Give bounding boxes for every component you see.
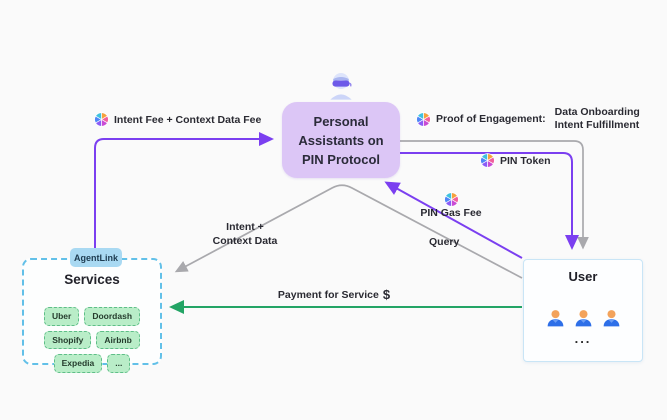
dollar-sign: $: [382, 287, 391, 302]
pin-logo-icon: [480, 153, 495, 168]
user-more-dots: ...: [574, 331, 592, 346]
user-people-icons: [545, 308, 622, 329]
service-chip-airbnb[interactable]: Airbnb: [96, 330, 140, 349]
services-title: Services: [64, 272, 120, 287]
user-title: User: [568, 269, 598, 284]
flow-pin-token-line: [400, 152, 579, 250]
central-box-title-line2: Assistants on: [298, 132, 384, 148]
proof-of-engagement-group: Proof of Engagement: Data Onboarding Int…: [416, 106, 640, 132]
agentlink-label: AgentLink: [74, 252, 118, 263]
person-icon: [603, 310, 619, 327]
central-box-personal-assistants[interactable]: Personal Assistants on PIN Protocol: [282, 102, 400, 178]
proof-detail-line2: Intent Fulfillment: [554, 119, 640, 131]
services-chip-list: Uber Doordash Shopify Airbnb Expedia ...: [28, 307, 156, 373]
proof-detail-line1: Data Onboarding: [554, 106, 640, 118]
pin-token-label: PIN Token: [500, 154, 551, 167]
flow-proof-line: [400, 140, 589, 250]
pin-logo-icon: [416, 111, 431, 127]
vr-person-icon: [330, 73, 352, 100]
proof-detail-group: Data Onboarding Intent Fulfillment: [555, 106, 640, 132]
intent-fee-label-group: Intent Fee + Context Data Fee: [94, 112, 261, 127]
query-label: Query: [429, 236, 460, 248]
service-chip-uber[interactable]: Uber: [43, 307, 80, 326]
intent-fee-label: Intent Fee + Context Data Fee: [114, 113, 262, 126]
pin-gas-fee-group: PIN Gas Fee: [420, 192, 482, 219]
intent-context-line2: Context Data: [212, 235, 278, 247]
flow-pin-gas-fee-line: [384, 181, 523, 259]
flow-query-intent-line: [174, 184, 523, 279]
service-chip-more[interactable]: ...: [107, 354, 131, 373]
agentlink-tab[interactable]: AgentLink: [70, 248, 122, 267]
pin-logo-icon: [443, 192, 459, 207]
central-box-title-line3: PIN Protocol: [301, 151, 380, 167]
flow-intent-fee-line: [94, 132, 274, 248]
pin-gas-fee-label: PIN Gas Fee: [420, 207, 482, 219]
intent-context-data-group: Intent + Context Data: [203, 220, 287, 248]
user-box[interactable]: User ...: [523, 259, 643, 362]
person-icon: [575, 310, 591, 327]
service-chip-shopify[interactable]: Shopify: [44, 330, 92, 349]
service-chip-doordash[interactable]: Doordash: [84, 307, 141, 326]
payment-label-group: Payment for Service $: [272, 287, 396, 302]
central-box-title-line1: Personal: [313, 113, 369, 129]
person-icon: [547, 310, 563, 327]
pin-token-label-group: PIN Token: [480, 153, 551, 168]
service-chip-expedia[interactable]: Expedia: [53, 354, 103, 373]
pin-logo-icon: [94, 112, 109, 127]
payment-label: Payment for Service: [277, 288, 379, 301]
intent-context-line1: Intent +: [226, 221, 264, 233]
proof-of-engagement-label: Proof of Engagement:: [436, 113, 546, 125]
